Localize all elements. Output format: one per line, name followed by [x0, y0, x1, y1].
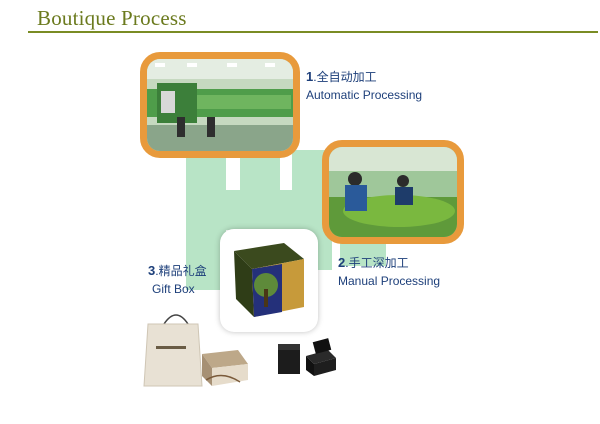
tree-gift-box-icon	[234, 243, 304, 317]
workers-icon	[329, 147, 457, 237]
step-3-number: 3	[148, 263, 156, 278]
manual-processing-photo	[322, 140, 464, 244]
step-1-cn: .全自动加工	[313, 70, 377, 84]
step-2-cn: .手工深加工	[345, 256, 409, 270]
automatic-processing-photo	[140, 52, 300, 158]
title-divider	[28, 31, 598, 33]
step-1-label: 1.全自动加工 Automatic Processing	[306, 68, 422, 102]
page-title: Boutique Process	[37, 6, 187, 30]
step-3-label: 3.精品礼盒 Gift Box	[148, 262, 207, 296]
step-3-en: Gift Box	[152, 282, 195, 296]
step-2-en: Manual Processing	[338, 274, 441, 288]
gift-box-card	[220, 229, 318, 332]
step-2-number: 2	[338, 255, 346, 270]
black-box-icon	[278, 338, 336, 376]
step-3-cn: .精品礼盒	[155, 264, 207, 278]
factory-machine-icon	[147, 59, 293, 151]
shopping-bag-icon	[143, 314, 248, 387]
step-1-number: 1	[306, 69, 314, 84]
step-1-en: Automatic Processing	[306, 88, 423, 102]
step-2-label: 2.手工深加工 Manual Processing	[338, 254, 440, 288]
